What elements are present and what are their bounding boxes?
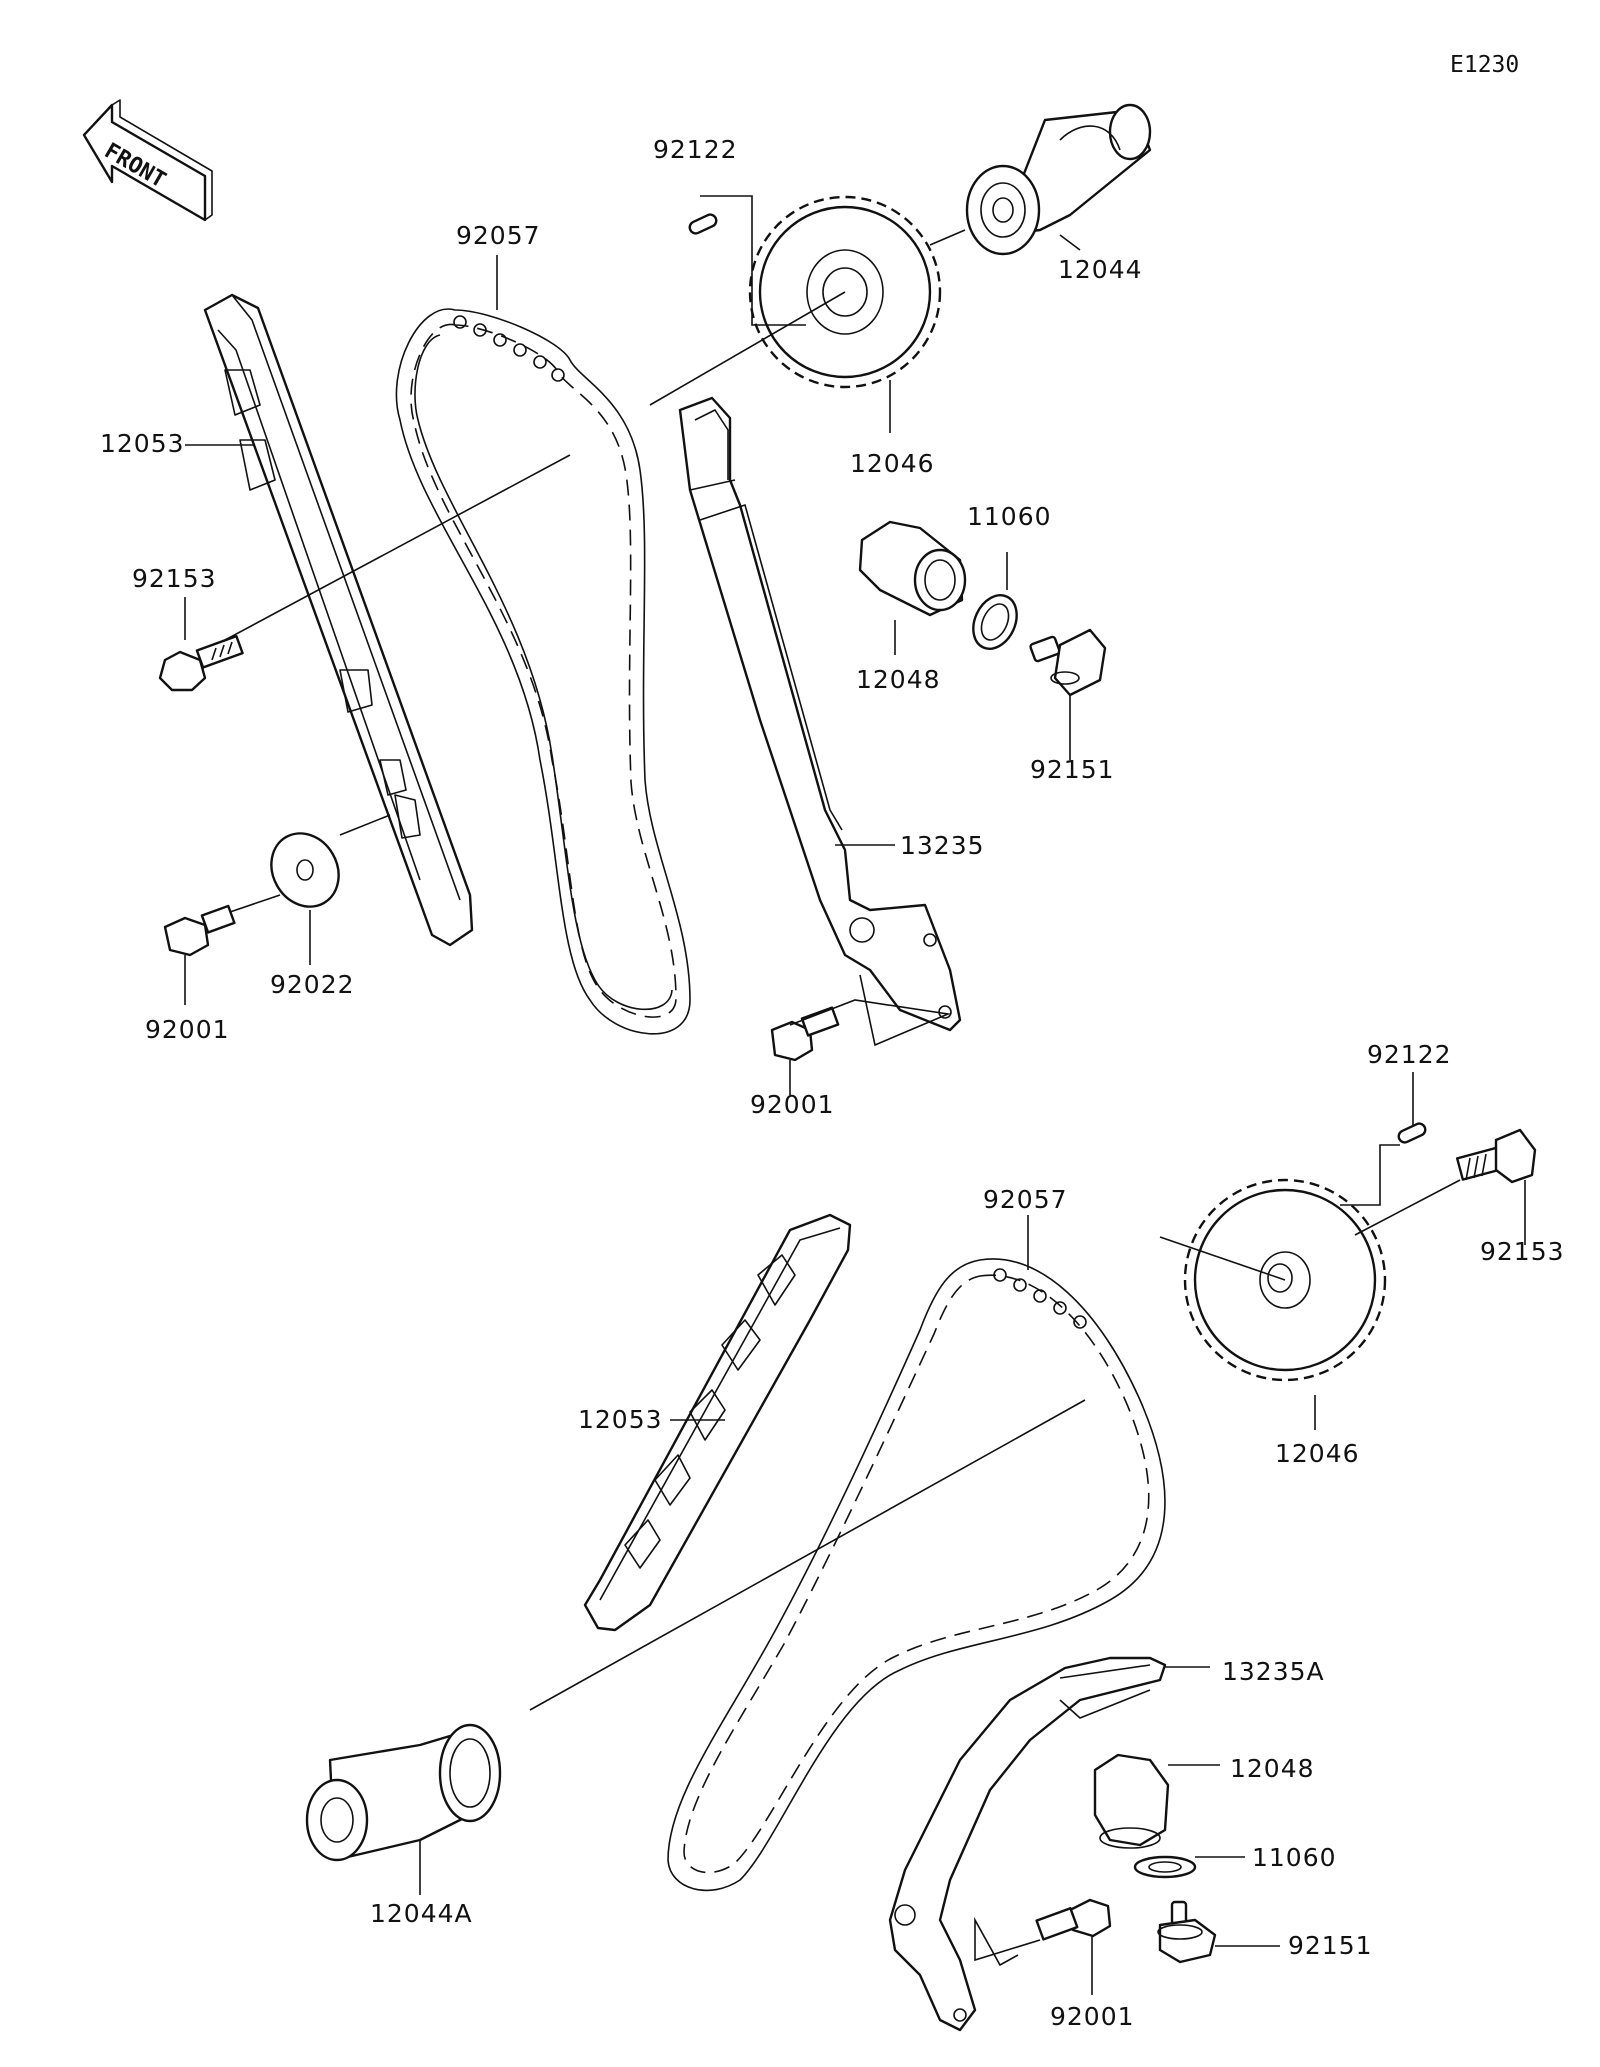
- label-92022: 92022: [270, 970, 355, 999]
- label-11060-bottom: 11060: [1252, 1843, 1337, 1872]
- cam-chain-92057-top: [395, 308, 691, 1035]
- leader-lines-bottom: [419, 1072, 1526, 1995]
- label-13235A: 13235A: [1222, 1657, 1325, 1686]
- chain-tensioner-12048-top: [858, 520, 967, 617]
- label-92151-top: 92151: [1030, 755, 1115, 784]
- washer-11060-top: [972, 594, 1018, 650]
- label-92153-bottom: 92153: [1480, 1237, 1565, 1266]
- label-92151-bottom: 92151: [1288, 1931, 1373, 1960]
- label-92057-bottom: 92057: [983, 1185, 1068, 1214]
- label-13235: 13235: [900, 831, 985, 860]
- bolt-92153-top: [158, 634, 244, 692]
- camshaft-12044A: [305, 1723, 502, 1862]
- label-12048-bottom: 12048: [1230, 1754, 1315, 1783]
- label-12048-top: 12048: [856, 665, 941, 694]
- plug-bolt-92151-bottom: [1157, 1900, 1217, 1964]
- label-92122-top: 92122: [653, 135, 738, 164]
- bolt-92001-bottom: [1035, 1898, 1112, 1941]
- dowel-pin-92122-top: [688, 213, 718, 235]
- chain-links-icon: [993, 1268, 1087, 1329]
- label-92057-top: 92057: [456, 221, 541, 250]
- label-12044: 12044: [1058, 255, 1143, 284]
- bolt-92153-bottom: [1455, 1128, 1537, 1184]
- chain-guide-12053-top: [203, 293, 474, 947]
- label-12046-top: 12046: [850, 449, 935, 478]
- plug-bolt-92151-top: [1029, 628, 1107, 697]
- chain-links-icon: [453, 315, 565, 382]
- camshaft-12044-top: [965, 103, 1152, 256]
- bolt-92001-top-right: [770, 1006, 840, 1062]
- label-92001-top-left: 92001: [145, 1015, 230, 1044]
- tensioner-guide-13235A: [888, 1656, 1167, 2032]
- washer-11060-bottom: [1133, 1855, 1197, 1879]
- label-92001-bottom: 92001: [1050, 2002, 1135, 2031]
- dowel-pin-92122-bottom: [1397, 1122, 1427, 1144]
- leader-lines-top: [184, 195, 1081, 1095]
- diagram-code: E1230: [1450, 52, 1519, 78]
- label-11060-top: 11060: [967, 502, 1052, 531]
- label-92001-top-right: 92001: [750, 1090, 835, 1119]
- washer-92022: [270, 832, 340, 908]
- label-92153-top: 92153: [132, 564, 217, 593]
- label-12053-bottom: 12053: [578, 1405, 663, 1434]
- label-12046-bottom: 12046: [1275, 1439, 1360, 1468]
- tensioner-guide-13235: [678, 396, 962, 1032]
- label-12044A: 12044A: [370, 1899, 473, 1928]
- cam-chain-92057-bottom: [667, 1258, 1166, 1892]
- chain-tensioner-12048-bottom: [1093, 1753, 1170, 1849]
- label-92122-bottom: 92122: [1367, 1040, 1452, 1069]
- front-arrow-icon: FRONT: [82, 99, 213, 222]
- label-12053-top: 12053: [100, 429, 185, 458]
- bolt-92001-top-left: [163, 904, 236, 957]
- chain-guide-12053-bottom: [583, 1213, 852, 1632]
